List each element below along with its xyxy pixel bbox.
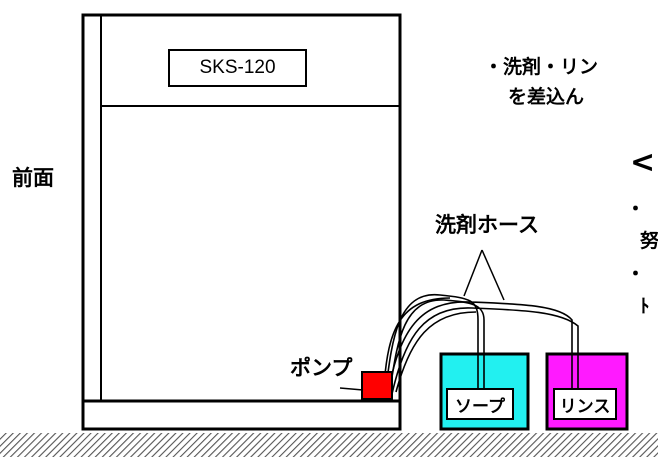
pump-label: ポンプ	[290, 356, 353, 380]
hose-label: 洗剤ホース	[435, 213, 539, 237]
rinse-tag: リンス	[553, 388, 617, 420]
section-bracket: <	[630, 145, 656, 180]
note-line-2: を差込ん	[508, 86, 585, 108]
front-label: 前面	[12, 166, 54, 190]
note-line-1: ・洗剤・リン	[484, 56, 599, 78]
pump-leader	[339, 387, 364, 391]
soap-label: ソープ	[455, 396, 505, 417]
model-label: SKS-120	[199, 57, 276, 78]
floor-hatch	[0, 433, 658, 457]
bullet-2-text: ﾄ	[640, 295, 650, 317]
cabinet-base	[81, 399, 402, 431]
soap-tag: ソープ	[446, 388, 514, 420]
dishwasher-unit	[81, 13, 402, 431]
bullet-1-text: 努	[640, 230, 658, 252]
model-label-box: SKS-120	[168, 49, 307, 87]
rinse-label: リンス	[559, 396, 611, 417]
bullet-2-marker: ・	[626, 263, 646, 285]
pump	[361, 371, 393, 400]
hose-leaders	[463, 249, 505, 301]
detergent-hoses	[383, 294, 579, 398]
bullet-1-marker: ・	[626, 198, 646, 220]
